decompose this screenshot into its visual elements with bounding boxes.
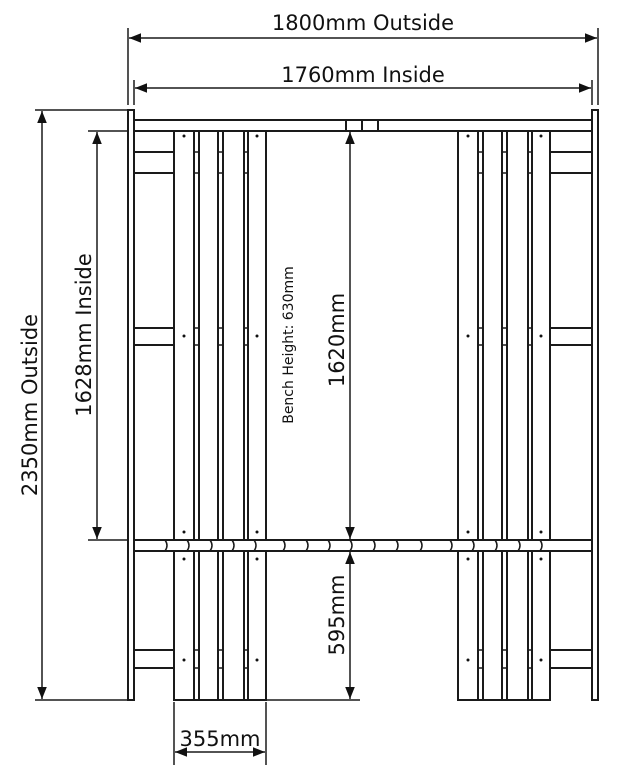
- bench-slat: [247, 130, 267, 701]
- beam-joint: [372, 539, 376, 552]
- bench-width-label: 355mm: [180, 727, 261, 751]
- inside-length-label: 1628mm Inside: [72, 253, 96, 417]
- screw-dot: [539, 134, 543, 138]
- beam-joint: [164, 539, 168, 552]
- outside-length-label: 2350mm Outside: [18, 314, 42, 496]
- beam-joint: [419, 539, 423, 552]
- screw-dot: [182, 134, 186, 138]
- screw-dot: [255, 557, 259, 561]
- screw-dot: [255, 334, 259, 338]
- beam-joint: [449, 539, 453, 552]
- bench-slat: [173, 130, 195, 701]
- beam-joint: [349, 539, 353, 552]
- side-rails: [134, 151, 592, 669]
- bench-slat: [198, 130, 219, 701]
- beam-joints: [133, 539, 593, 552]
- screw-dot: [539, 557, 543, 561]
- beam-joint: [517, 539, 521, 552]
- screw-dot: [255, 134, 259, 138]
- beam-joint: [282, 539, 286, 552]
- screw-dot: [255, 530, 259, 534]
- dimension-outside-length: 2350mm Outside: [18, 109, 128, 701]
- inside-width-label: 1760mm Inside: [281, 63, 445, 87]
- bench-slat: [531, 130, 551, 701]
- dimension-inside-width: 1760mm Inside: [133, 63, 593, 105]
- right-wall: [591, 109, 599, 701]
- screw-dot: [466, 557, 470, 561]
- beam-joint: [305, 539, 309, 552]
- screw-dot: [255, 658, 259, 662]
- dimension-outside-width: 1800mm Outside: [127, 11, 599, 105]
- beam-joint: [186, 539, 190, 552]
- outside-width-label: 1800mm Outside: [272, 11, 454, 35]
- dimension-bench-gap: 1620mm: [325, 132, 355, 539]
- beam-joint: [231, 539, 235, 552]
- screw-dot: [466, 334, 470, 338]
- middle-beam-overlay: [133, 539, 593, 552]
- screw-dot: [466, 530, 470, 534]
- dimension-bench-width: 355mm: [173, 702, 267, 765]
- screw-dot: [466, 658, 470, 662]
- beam-joint: [494, 539, 498, 552]
- screw-dot: [539, 530, 543, 534]
- dimension-lower-section: 595mm: [266, 552, 360, 701]
- screw-dot: [182, 334, 186, 338]
- screw-dot: [182, 658, 186, 662]
- bench-height-label: Bench Height: 630mm: [281, 266, 297, 424]
- bench-slat: [222, 130, 245, 701]
- dimension-inside-length: 1628mm Inside: [72, 130, 128, 541]
- beam-joint: [209, 539, 213, 552]
- bench-slat: [457, 130, 479, 701]
- right-bench: [457, 130, 551, 701]
- left-bench: [173, 130, 267, 701]
- beam-joint: [395, 539, 399, 552]
- bench-slat: [482, 130, 503, 701]
- lower-section-label: 595mm: [325, 575, 349, 656]
- screw-dot: [182, 557, 186, 561]
- screw-dot: [466, 134, 470, 138]
- bench-gap-label: 1620mm: [325, 293, 349, 387]
- beam-joint: [327, 539, 331, 552]
- screw-dot: [539, 658, 543, 662]
- screw-dot: [539, 334, 543, 338]
- screw-dot: [182, 530, 186, 534]
- beam-joint: [253, 539, 257, 552]
- beam-joint: [471, 539, 475, 552]
- beam-joint: [539, 539, 543, 552]
- bench-slat: [506, 130, 529, 701]
- left-wall: [127, 109, 135, 701]
